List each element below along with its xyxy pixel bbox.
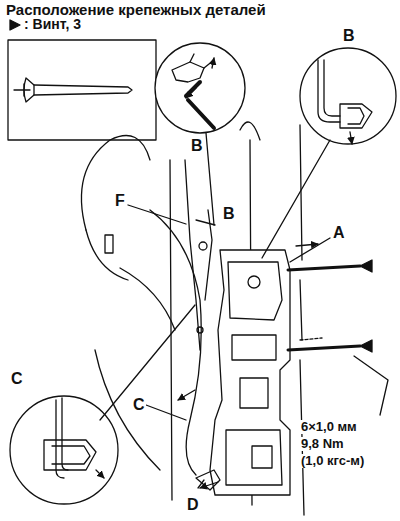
detail-circle bbox=[300, 48, 396, 144]
leader-lines bbox=[100, 133, 388, 488]
door-lock bbox=[196, 250, 290, 495]
screw-pointers bbox=[288, 244, 372, 352]
callout-letter: B bbox=[342, 27, 356, 45]
callout-letter: B bbox=[222, 205, 236, 223]
detail-circle bbox=[155, 43, 245, 133]
door-panel bbox=[81, 122, 304, 515]
callout-letter: B bbox=[190, 137, 204, 155]
callout-letter: C bbox=[132, 396, 146, 414]
lock-rods bbox=[150, 160, 215, 475]
dimension-text: 6×1,0 мм bbox=[300, 420, 358, 434]
dimension-text: (1,0 кгс-м) bbox=[300, 454, 365, 468]
clip-detail-right bbox=[318, 60, 372, 144]
detail-circle bbox=[10, 396, 118, 504]
callout-letter: A bbox=[332, 224, 346, 242]
screw-drawing bbox=[14, 78, 132, 102]
screw-inset bbox=[8, 40, 156, 140]
dimension-text: 9,8 Nm bbox=[300, 437, 345, 451]
screw-symbol bbox=[10, 20, 20, 30]
callout-letter: D bbox=[186, 496, 200, 514]
callout-letter: F bbox=[114, 192, 126, 210]
legend-text: : Винт, 3 bbox=[24, 17, 81, 32]
clip-detail-left bbox=[44, 398, 104, 478]
clip-detail-top bbox=[172, 54, 214, 128]
callout-letter: C bbox=[10, 370, 24, 388]
